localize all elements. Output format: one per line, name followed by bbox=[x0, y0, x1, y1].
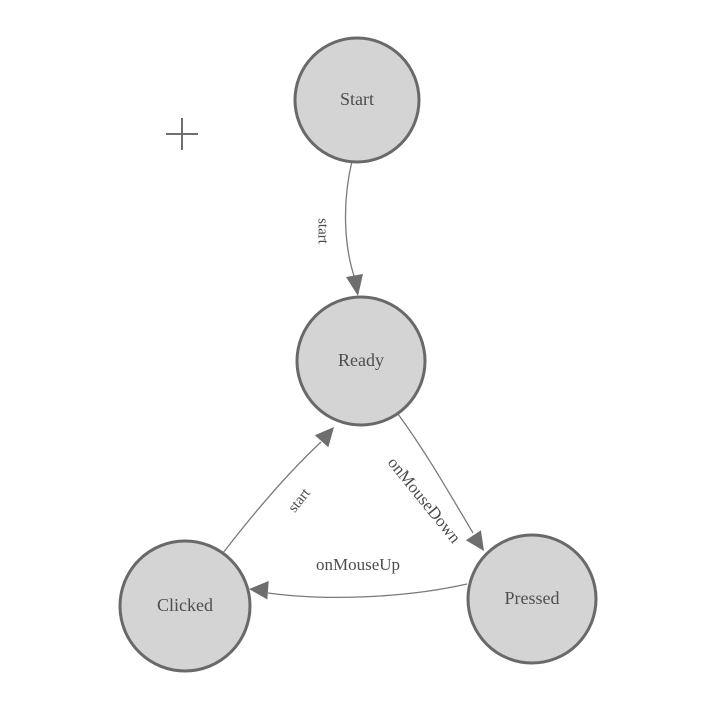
node-clicked[interactable]: Clicked bbox=[118, 539, 252, 673]
node-ready[interactable]: Ready bbox=[295, 295, 427, 427]
node-pressed-circle[interactable] bbox=[466, 533, 598, 665]
edge-start-to-ready[interactable]: start bbox=[315, 160, 363, 296]
edge-label-pressed-to-clicked: onMouseUp bbox=[316, 555, 400, 574]
edge-clicked-to-ready[interactable]: start bbox=[222, 427, 334, 554]
node-pressed[interactable]: Pressed bbox=[466, 533, 598, 665]
edge-label-start-to-ready: start bbox=[315, 218, 331, 245]
plus-cross-icon bbox=[166, 118, 198, 150]
edge-label-ready-to-pressed: onMouseDown bbox=[384, 453, 465, 547]
arrowhead-icon bbox=[465, 530, 484, 551]
node-start[interactable]: Start bbox=[293, 36, 421, 164]
arrowhead-icon bbox=[314, 427, 334, 448]
edge-start-to-ready-line[interactable] bbox=[344, 160, 356, 280]
edge-ready-to-pressed-line[interactable] bbox=[397, 413, 474, 534]
node-clicked-circle[interactable] bbox=[118, 539, 252, 673]
edge-pressed-to-clicked-line[interactable] bbox=[267, 583, 468, 598]
node-ready-circle[interactable] bbox=[295, 295, 427, 427]
edge-ready-to-pressed[interactable]: onMouseDown bbox=[384, 413, 484, 551]
edge-label-clicked-to-ready: start bbox=[285, 485, 314, 516]
node-start-circle[interactable] bbox=[293, 36, 421, 164]
edge-pressed-to-clicked[interactable]: onMouseUp bbox=[249, 555, 468, 600]
edge-clicked-to-ready-line[interactable] bbox=[222, 441, 322, 554]
arrowhead-icon bbox=[346, 274, 363, 296]
arrowhead-icon bbox=[249, 581, 269, 600]
